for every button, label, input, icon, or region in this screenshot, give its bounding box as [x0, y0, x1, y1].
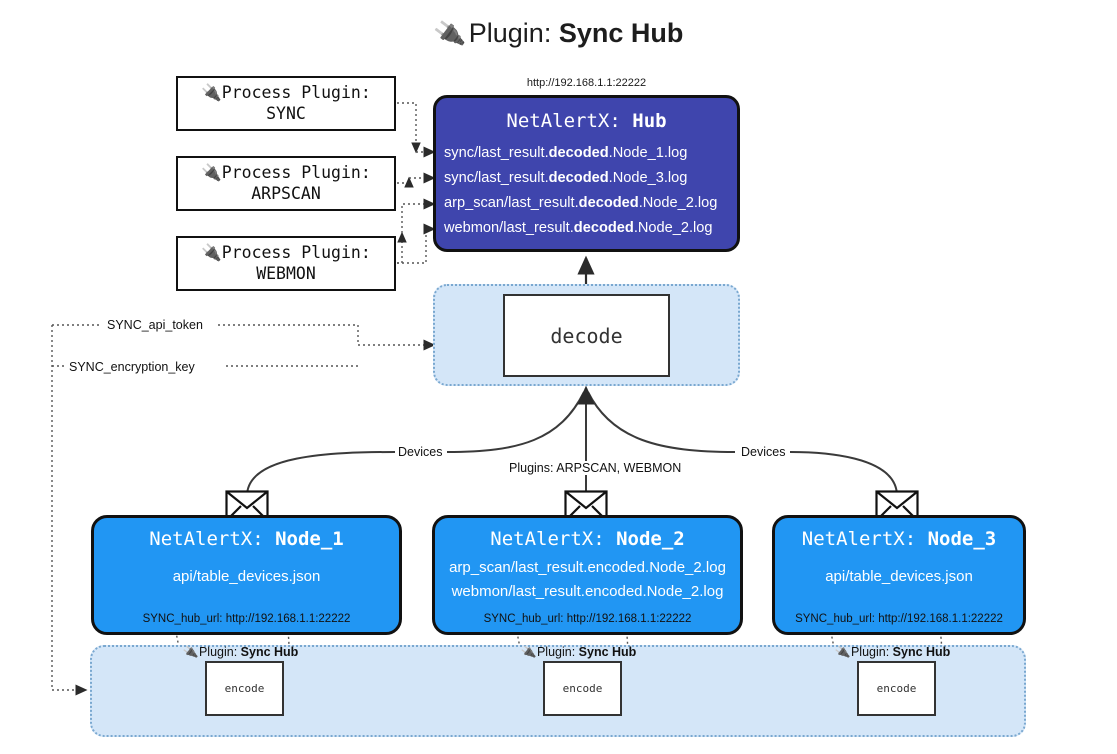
- node-hub-url: SYNC_hub_url: http://192.168.1.1:22222: [483, 613, 692, 625]
- hub-prefix: NetAlertX:: [506, 110, 621, 132]
- plug-icon: 🔌: [520, 644, 537, 660]
- process-plugin-label: Process Plugin:: [221, 162, 371, 182]
- edge-label-plugins: Plugins: ARPSCAN, WEBMON: [506, 461, 685, 475]
- decode-box[interactable]: decode: [503, 294, 670, 377]
- process-plugin-name: WEBMON: [256, 263, 316, 283]
- process-plugin-name: ARPSCAN: [251, 183, 321, 203]
- node-box-node-1[interactable]: NetAlertX: Node_1 api/table_devices.json…: [91, 515, 402, 635]
- hub-log-line: webmon/last_result.decoded.Node_2.log: [444, 220, 713, 237]
- process-plugin-label: Process Plugin:: [221, 242, 371, 262]
- node-resource-line: api/table_devices.json: [825, 568, 973, 585]
- hub-log-line: sync/last_result.decoded.Node_3.log: [444, 170, 688, 187]
- node-hub-url: SYNC_hub_url: http://192.168.1.1:22222: [142, 613, 351, 625]
- process-plugin-name: SYNC: [266, 103, 306, 123]
- process-plugin-label: Process Plugin:: [221, 82, 371, 102]
- plug-icon: 🔌: [182, 644, 199, 660]
- hub-url-label: http://192.168.1.1:22222: [526, 77, 647, 89]
- plug-icon: 🔌: [834, 644, 851, 660]
- node-resource-line: api/table_devices.json: [172, 568, 321, 585]
- plugin-tag-node-2: 🔌Plugin: Sync Hub: [520, 644, 637, 660]
- hub-node[interactable]: NetAlertX: Hub sync/last_result.decoded.…: [433, 95, 740, 252]
- setting-api-token-label: SYNC_api_token: [104, 318, 206, 332]
- plug-icon: 🔌: [201, 82, 222, 102]
- page-title: 🔌Plugin: Sync Hub: [0, 17, 1117, 51]
- node-box-node-2[interactable]: NetAlertX: Node_2 arp_scan/last_result.e…: [432, 515, 743, 635]
- node-hub-url: SYNC_hub_url: http://192.168.1.1:22222: [795, 613, 1003, 625]
- plugin-tag-node-3: 🔌Plugin: Sync Hub: [834, 644, 951, 660]
- hub-log-line: arp_scan/last_result.decoded.Node_2.log: [444, 195, 718, 212]
- node-title: NetAlertX: Node_3: [801, 528, 997, 550]
- plug-icon: 🔌: [201, 242, 222, 262]
- setting-encryption-key-label: SYNC_encryption_key: [66, 360, 198, 374]
- encode-box-node-2[interactable]: encode: [543, 661, 622, 716]
- process-plugin-sync[interactable]: 🔌Process Plugin: SYNC: [176, 76, 396, 131]
- title-prefix: Plugin:: [468, 18, 552, 48]
- node-title: NetAlertX: Node_1: [149, 528, 344, 550]
- hub-title: NetAlertX: Hub: [436, 110, 737, 132]
- process-plugin-arpscan[interactable]: 🔌Process Plugin: ARPSCAN: [176, 156, 396, 211]
- process-plugin-webmon[interactable]: 🔌Process Plugin: WEBMON: [176, 236, 396, 291]
- hub-name: Hub: [632, 110, 667, 132]
- plug-icon: 🔌: [431, 17, 467, 51]
- encode-box-node-1[interactable]: encode: [205, 661, 284, 716]
- edge-label-devices-right: Devices: [738, 445, 789, 459]
- title-name: Sync Hub: [558, 18, 684, 48]
- node-box-node-3[interactable]: NetAlertX: Node_3 api/table_devices.json…: [772, 515, 1026, 635]
- edge-label-devices-left: Devices: [395, 445, 446, 459]
- node-title: NetAlertX: Node_2: [490, 528, 685, 550]
- node-resource-line: arp_scan/last_result.encoded.Node_2.log: [449, 559, 726, 576]
- hub-log-line: sync/last_result.decoded.Node_1.log: [444, 145, 688, 161]
- plug-icon: 🔌: [201, 162, 222, 182]
- plugin-tag-node-1: 🔌Plugin: Sync Hub: [182, 644, 299, 660]
- encode-box-node-3[interactable]: encode: [857, 661, 936, 716]
- node-resource-line: webmon/last_result.encoded.Node_2.log: [451, 583, 724, 600]
